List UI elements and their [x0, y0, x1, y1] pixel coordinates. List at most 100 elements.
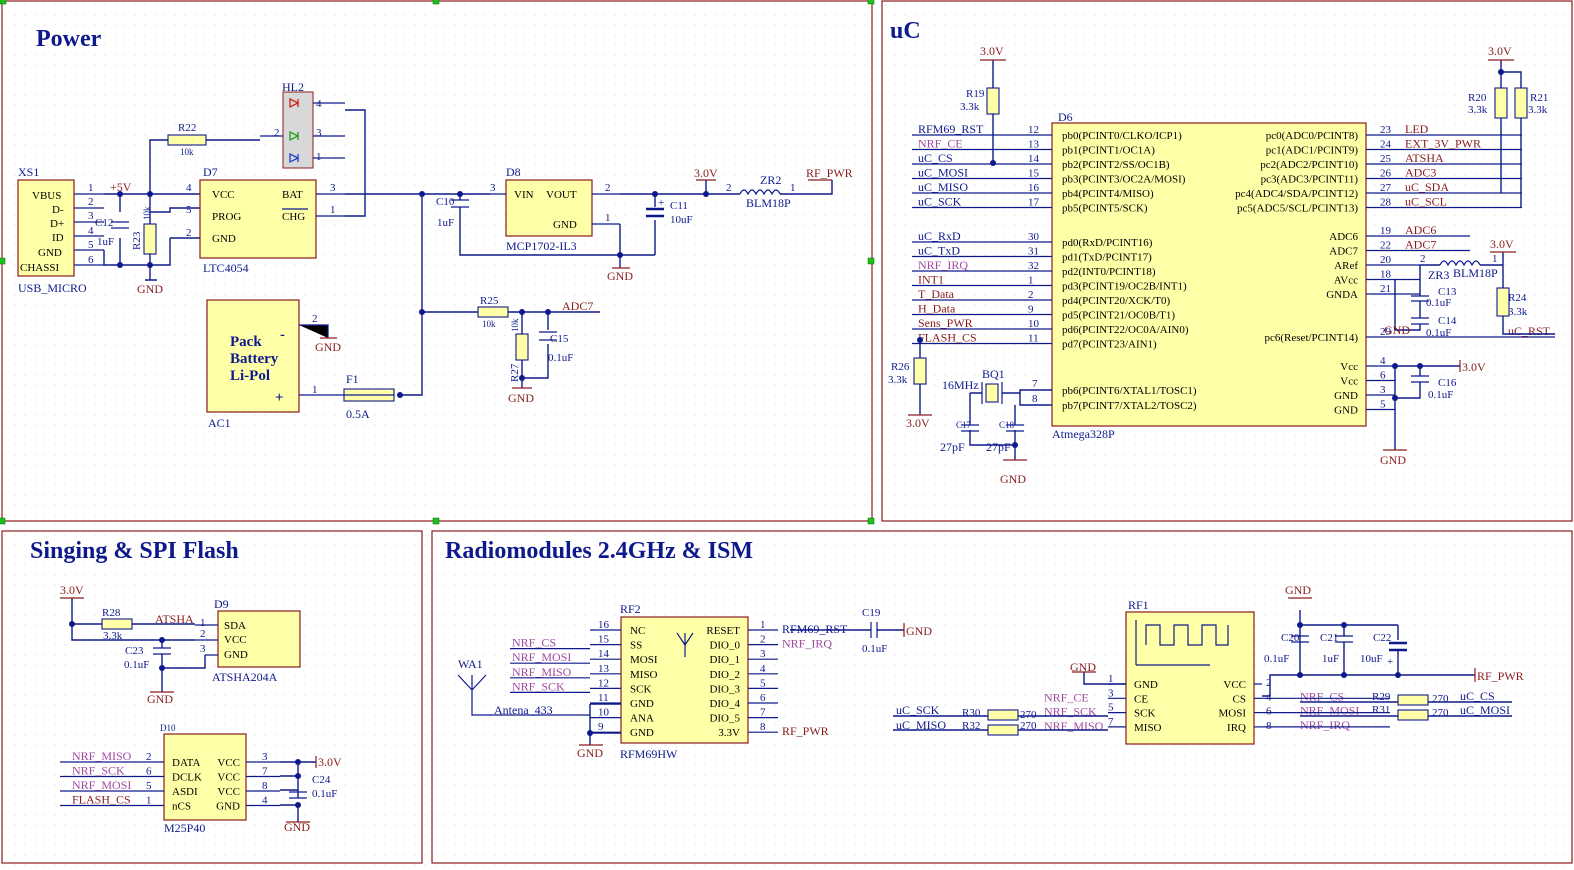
r22-resistor[interactable]: R22 10k	[167, 122, 207, 157]
svg-text:VCC: VCC	[217, 786, 240, 798]
c24-capacitor[interactable]: C24 0.1uF	[289, 774, 337, 800]
uc-pin-label: AVcc	[1334, 275, 1358, 287]
c18-capacitor[interactable]: C18 27pF	[986, 420, 1024, 454]
uc-pin-label: pc0(ADC0/PCINT8)	[1266, 130, 1359, 142]
uc-net-label: RFM69_RST	[918, 122, 984, 136]
svg-text:C10: C10	[436, 196, 455, 208]
bq1-crystal[interactable]: BQ1 16MHz	[942, 367, 1005, 404]
uc-pin-num: 19	[1380, 225, 1392, 237]
svg-text:BQ1: BQ1	[982, 367, 1005, 381]
r26-resistor[interactable]: R26 3.3k	[888, 340, 927, 415]
r32-resistor[interactable]: R32 270 uC_MISO	[893, 718, 1108, 736]
uc-pin-num: 11	[1028, 333, 1039, 345]
svg-text:HL2: HL2	[282, 80, 304, 94]
svg-text:uC_SCK: uC_SCK	[896, 703, 940, 717]
svg-text:R27: R27	[509, 363, 521, 382]
rf1-net-label: NRF_IRQ	[1300, 718, 1350, 732]
r31-resistor[interactable]: R31 270 uC_MOSI	[1300, 703, 1512, 721]
svg-text:VOUT: VOUT	[546, 189, 577, 201]
radio-section-frame	[431, 530, 1573, 864]
c23-capacitor[interactable]: C23 0.1uF	[124, 645, 171, 671]
uc-pin-num: 12	[1028, 124, 1039, 136]
rf2-net-label: RFM69_RST	[782, 622, 848, 636]
svg-text:0.5A: 0.5A	[346, 407, 370, 421]
uc-pin-label: pb0(PCINT0/CLKO/ICP1)	[1062, 130, 1182, 142]
c11-capacitor[interactable]: + C11 10uF	[646, 197, 693, 226]
c16-capacitor[interactable]: C16 0.1uF	[1411, 375, 1457, 401]
svg-text:CHG: CHG	[282, 211, 305, 223]
svg-text:+: +	[275, 390, 284, 406]
svg-text:2: 2	[312, 313, 318, 325]
uc-title: uC	[890, 18, 921, 44]
svg-text:3.3k: 3.3k	[1508, 306, 1528, 318]
d9-atsha204a[interactable]: D9 ATSHA204A SDA VCC GND 1 2 3	[195, 597, 301, 684]
svg-text:2: 2	[200, 628, 206, 640]
wa1-antenna[interactable]: WA1 Antena_433	[457, 657, 590, 717]
ac1-battery-pack[interactable]: Pack Battery Li-Pol - + AC1 2 1	[206, 299, 344, 430]
r27-resistor[interactable]: R27 10k	[509, 318, 529, 382]
svg-text:D9: D9	[214, 597, 229, 611]
rf2-net-label: NRF_MISO	[512, 665, 572, 679]
svg-text:C24: C24	[312, 774, 331, 786]
svg-text:15: 15	[598, 634, 610, 646]
svg-text:1uF: 1uF	[437, 217, 454, 229]
r29-resistor[interactable]: R29 270 uC_CS	[1300, 689, 1512, 706]
svg-text:C22: C22	[1373, 632, 1391, 644]
c20-capacitor[interactable]: C20 0.1uF	[1264, 632, 1309, 665]
f1-fuse[interactable]: F1 0.5A	[343, 372, 395, 421]
flash-net-label: NRF_MOSI	[72, 778, 131, 792]
r24-resistor[interactable]: R24 3.3k	[1496, 287, 1528, 318]
svg-text:6: 6	[88, 254, 94, 266]
d8-mcp1702[interactable]: D8 MCP1702-IL3 VIN VOUT GND 3 2 1	[490, 165, 620, 253]
uc-net-label: NRF_CE	[918, 137, 963, 151]
svg-text:10k: 10k	[482, 319, 496, 329]
svg-text:R25: R25	[480, 295, 499, 307]
svg-text:5: 5	[186, 204, 192, 216]
c14-capacitor[interactable]: C14 0.1uF	[1411, 315, 1457, 339]
svg-text:RF1: RF1	[1128, 598, 1149, 612]
uc-net-label: EXT_3V_PWR	[1405, 137, 1481, 151]
r30-resistor[interactable]: R30 270 uC_SCK	[893, 703, 1108, 721]
c22-capacitor[interactable]: C22 10uF +	[1360, 632, 1407, 668]
svg-text:7: 7	[760, 707, 766, 719]
svg-text:GND: GND	[630, 727, 654, 739]
r19-resistor[interactable]: R19 3.3k	[960, 60, 1000, 163]
r25-resistor[interactable]: R25 10k	[477, 295, 509, 329]
svg-text:GND: GND	[508, 391, 534, 405]
svg-text:MCP1702-IL3: MCP1702-IL3	[506, 239, 577, 253]
svg-text:2: 2	[274, 127, 280, 139]
d7-ltc4054[interactable]: D7 LTC4054 VCC PROG GND BAT CHG 4 5 2 3 …	[186, 165, 345, 275]
c12-capacitor[interactable]: C12 1uF	[95, 217, 129, 248]
svg-text:GND: GND	[216, 801, 240, 813]
svg-text:1: 1	[200, 617, 206, 629]
svg-text:14: 14	[598, 648, 610, 660]
selection-handles[interactable]	[0, 0, 875, 525]
uc-pin-num: 26	[1380, 168, 1392, 180]
uc-net-label: ADC6	[1405, 223, 1436, 237]
c13-capacitor[interactable]: C13 0.1uF	[1411, 286, 1457, 309]
c15-capacitor[interactable]: C15 0.1uF	[539, 331, 573, 364]
v30-label: 3.0V	[694, 166, 718, 180]
xs1-pin-dp: D+	[50, 218, 64, 230]
r21-resistor[interactable]: R21 3.3k	[1514, 87, 1548, 119]
c19-capacitor[interactable]: C19 0.1uF	[790, 607, 904, 655]
r23-resistor[interactable]: R23 10k	[131, 206, 157, 255]
svg-text:3: 3	[88, 210, 94, 222]
uc-pin-num: 18	[1380, 269, 1392, 281]
svg-text:GND: GND	[553, 219, 577, 231]
c21-capacitor[interactable]: C21 1uF	[1320, 632, 1353, 665]
svg-text:3.3k: 3.3k	[1468, 104, 1488, 116]
c17-capacitor[interactable]: C17 27pF	[940, 420, 979, 454]
hl2-rgb-led[interactable]: HL2 4 2 3 1	[260, 80, 345, 169]
zr2-ferrite[interactable]: ZR2 BLM18P 2 1	[726, 173, 833, 210]
svg-text:R26: R26	[891, 361, 910, 373]
r20-resistor[interactable]: R20 3.3k	[1468, 87, 1508, 119]
xs1-usb-connector[interactable]: XS1 USB_MICRO VBUS D- D+ ID GND CHASSI 1…	[17, 165, 104, 295]
zr3-ferrite[interactable]: 2 1 ZR3 BLM18P	[1420, 253, 1498, 282]
svg-text:GND: GND	[1000, 472, 1026, 486]
